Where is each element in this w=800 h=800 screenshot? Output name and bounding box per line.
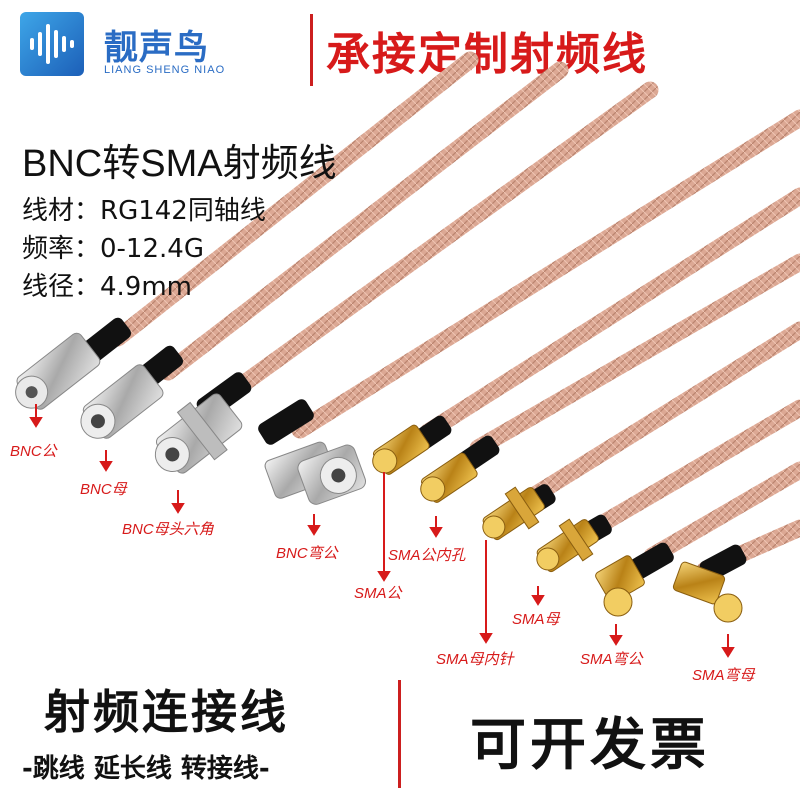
connector-label: SMA弯公 xyxy=(580,651,643,668)
connector-label: BNC母 xyxy=(80,481,127,498)
cable-6 xyxy=(469,253,800,457)
cable-4 xyxy=(291,109,800,439)
cable-9 xyxy=(643,461,800,565)
bnc-male-connector xyxy=(15,332,101,410)
connector-label: BNC弯公 xyxy=(276,545,338,562)
header-slogan: 承接定制射频线 xyxy=(326,29,648,80)
brand-subtitle: LIANG SHENG NIAO xyxy=(104,64,226,76)
boot-4 xyxy=(258,399,314,445)
connector-label: SMA公 xyxy=(354,585,402,602)
cable-5 xyxy=(419,187,800,441)
bnc-female-hex-connector xyxy=(154,393,243,474)
connector-label: BNC公 xyxy=(10,443,57,460)
bnc-female-connector xyxy=(80,364,164,439)
connector-label: BNC母头六角 xyxy=(122,521,214,538)
invoice-notice: 可开发票 xyxy=(470,713,710,778)
spec-title: BNC转SMA射频线 xyxy=(22,143,337,185)
cable-8 xyxy=(579,399,800,541)
arrow-down-icon xyxy=(29,404,735,658)
cable-3 xyxy=(223,81,659,401)
sma-male-connector xyxy=(372,424,430,475)
connector-label: SMA公内孔 xyxy=(388,547,466,564)
sma-male-inner-hole-connector xyxy=(420,452,478,503)
header-divider xyxy=(310,14,313,86)
brand-logo-icon xyxy=(20,12,84,76)
spec-line-frequency: 频率：0-12.4G xyxy=(22,234,204,264)
cable-7 xyxy=(521,321,800,507)
footer-subtitle: -跳线 延长线 转接线- xyxy=(22,754,270,784)
footer-title: 射频连接线 xyxy=(44,685,289,739)
connector-label: SMA母 xyxy=(512,611,560,628)
bnc-right-angle-male-connector xyxy=(264,441,367,505)
sma-right-angle-female-connector xyxy=(672,561,743,623)
sma-right-angle-male-connector xyxy=(595,555,645,617)
connector-label: SMA母内针 xyxy=(436,651,514,668)
cable-1 xyxy=(109,51,479,347)
sma-female-inner-pin-connector xyxy=(536,518,599,573)
spec-line-diameter: 线径：4.9mm xyxy=(22,272,193,302)
brand-name: 靓声鸟 xyxy=(104,28,209,68)
connector-label: SMA弯母 xyxy=(692,667,755,684)
footer-divider xyxy=(398,680,401,788)
sma-female-connector xyxy=(482,486,545,541)
sound-wave-logo-icon xyxy=(30,24,74,64)
cable-2 xyxy=(159,61,569,381)
spec-line-material: 线材：RG142同轴线 xyxy=(22,196,266,226)
